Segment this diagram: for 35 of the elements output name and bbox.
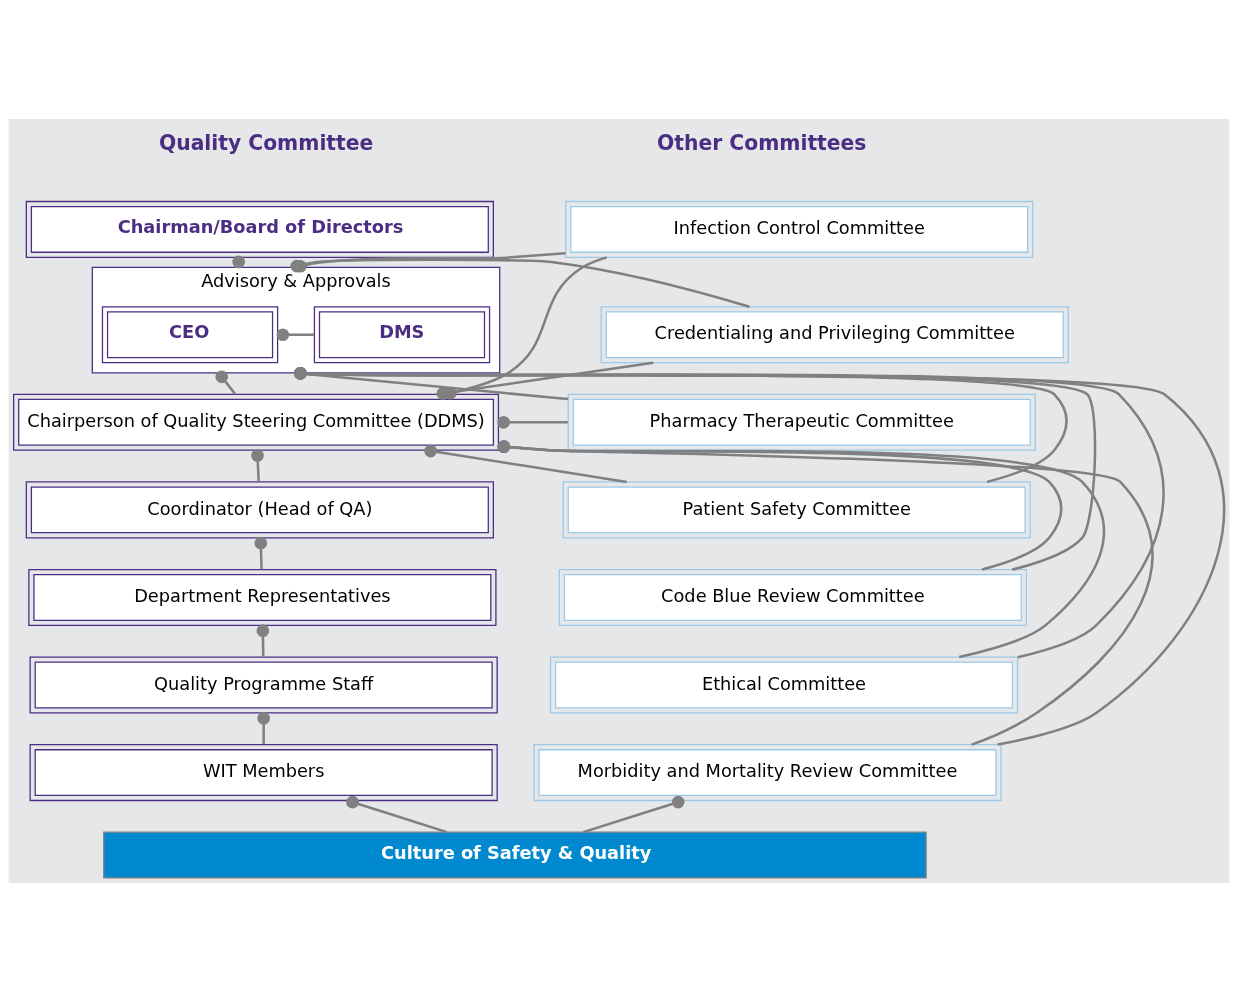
node-box: Chairperson of Quality Steering Committee (DDMS)	[13, 393, 500, 451]
node-box: DMS	[313, 305, 491, 363]
connector	[254, 536, 268, 569]
connector	[251, 448, 264, 482]
node-box: Coordinator (Head of QA)	[25, 480, 494, 538]
connector	[276, 327, 315, 341]
connector	[497, 415, 568, 429]
node-box: Chairman/Board of Directors	[25, 200, 494, 258]
node-box: Department Representatives	[28, 568, 497, 626]
connector	[497, 439, 1105, 658]
connector	[294, 366, 1165, 658]
node-box: Ethical Committee	[549, 655, 1019, 714]
label: Other Committees	[657, 130, 867, 155]
node-box: Patient Safety Committee	[562, 480, 1031, 538]
connector	[582, 795, 685, 833]
connector	[294, 366, 1097, 571]
node-box: Credentialing and Privileging Committee	[600, 305, 1069, 363]
label: Quality Committee	[158, 130, 374, 155]
node-box: Code Blue Review Committee	[558, 568, 1028, 626]
connector	[424, 444, 627, 483]
connector	[497, 439, 1154, 746]
node-box: Morbidity and Mortality Review Committee	[533, 743, 1002, 801]
connector	[497, 439, 1063, 571]
node-box: Quality Programme Staff	[29, 655, 498, 714]
node-box: Pharmacy Therapeutic Committee	[567, 393, 1036, 451]
node-box: Culture of Safety & Quality	[103, 831, 927, 879]
connector	[294, 366, 1225, 746]
node-box: Infection Control Committee	[565, 200, 1034, 258]
connector	[257, 711, 270, 744]
connector	[346, 795, 448, 833]
node-box: CEO	[101, 305, 279, 363]
connector	[215, 370, 237, 395]
connector	[256, 623, 270, 657]
connector	[294, 366, 1068, 483]
node-box: WIT Members	[29, 743, 498, 801]
